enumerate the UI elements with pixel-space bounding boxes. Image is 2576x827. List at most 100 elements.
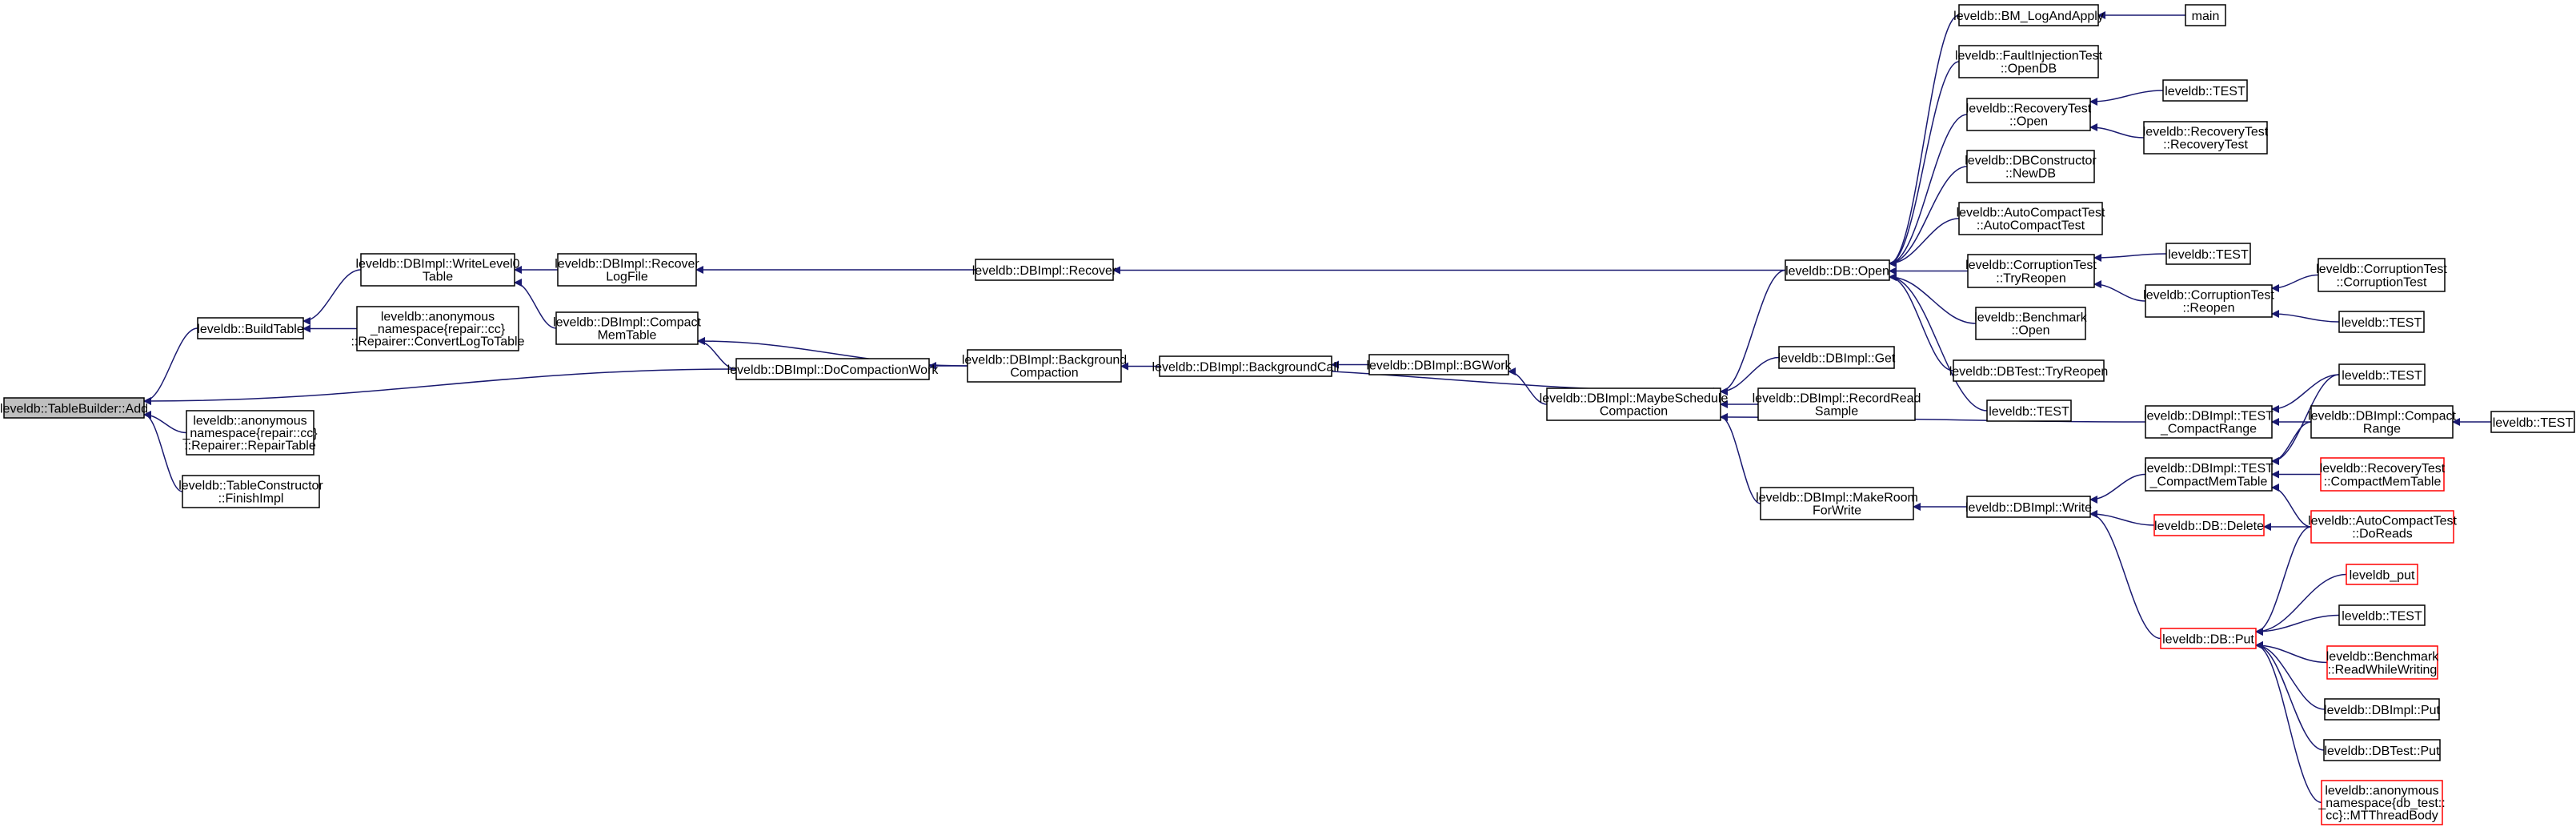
node-box — [2346, 564, 2418, 585]
graph-node-recrec[interactable]: leveldb::RecoveryTest::RecoveryTest — [2143, 121, 2269, 155]
node-box — [182, 475, 320, 508]
call-edge-test4-to-dbopen — [1889, 273, 1988, 411]
node-box — [1760, 487, 1914, 520]
node-box — [197, 317, 304, 339]
call-edge-corcor-to-correopen — [2271, 274, 2319, 292]
graph-node-buildtable[interactable]: leveldb::BuildTable — [197, 317, 304, 339]
call-edge-docompaction-to-add — [143, 368, 737, 405]
node-box — [1966, 496, 2091, 518]
graph-node-docompaction[interactable]: leveldb::DBImpl::DoCompactionWork — [727, 358, 939, 380]
graph-node-testcmem[interactable]: leveldb::DBImpl::TEST_CompactMemTable — [2144, 457, 2274, 492]
node-label: _namespace{db_test:: — [2318, 797, 2445, 810]
node-box — [975, 259, 1114, 281]
node-label: ::Repairer::ConvertLogToTable — [351, 335, 524, 349]
graph-node-autocompact[interactable]: leveldb::AutoCompactTest::AutoCompactTes… — [1957, 202, 2105, 235]
graph-node-reccmem[interactable]: leveldb::RecoveryTest::CompactMemTable — [2320, 457, 2446, 492]
node-label: ::OpenDB — [2001, 62, 2057, 76]
graph-node-test3[interactable]: leveldb::TEST — [2338, 311, 2425, 333]
node-label: leveldb::anonymous — [381, 310, 495, 323]
graph-node-main[interactable]: main — [2185, 4, 2226, 26]
graph-node-repairtable[interactable]: leveldb::anonymous_namespace{repair::cc}… — [182, 410, 318, 456]
node-label: leveldb::DBImpl::Get — [1778, 352, 1896, 366]
call-edge-benchopen-to-dbopen — [1889, 273, 1977, 324]
graph-node-test5[interactable]: leveldb::TEST — [2338, 363, 2426, 386]
graph-node-compactmem[interactable]: leveldb::DBImpl::CompactMemTable — [553, 311, 702, 345]
call-edge-recrec-to-recopen — [2089, 123, 2145, 139]
graph-node-testcrange[interactable]: leveldb::DBImpl::TEST_CompactRange — [2144, 405, 2274, 439]
graph-node-implput[interactable]: leveldb::DBImpl::Put — [2324, 698, 2441, 721]
call-edge-newdb-to-dbopen — [1889, 166, 1968, 267]
node-label: leveldb::DB::Delete — [2154, 520, 2264, 533]
call-edge-testcmem-to-write — [2089, 473, 2146, 504]
graph-node-get[interactable]: leveldb::DBImpl::Get — [1778, 346, 1896, 369]
node-box — [1546, 387, 1721, 421]
node-label: ::Repairer::RepairTable — [184, 440, 316, 453]
graph-node-recopen[interactable]: leveldb::RecoveryTest::Open — [1966, 98, 2092, 131]
node-box — [1953, 359, 2105, 382]
node-label: ::Open — [2011, 324, 2049, 338]
call-edge-recopen-to-dbopen — [1889, 114, 1968, 267]
call-edge-rww-to-dbput — [2255, 641, 2328, 664]
graph-node-dbopen[interactable]: leveldb::DB::Open — [1785, 259, 1890, 281]
node-box — [2490, 411, 2575, 433]
node-label: Compaction — [1600, 405, 1668, 419]
node-label: ::AutoCompactTest — [1977, 219, 2085, 233]
graph-node-test7[interactable]: leveldb::TEST — [2338, 604, 2426, 626]
graph-node-bgwork[interactable]: leveldb::DBImpl::BGWork — [1366, 354, 1512, 375]
node-label: leveldb::anonymous — [193, 414, 306, 428]
graph-node-recover[interactable]: leveldb::DBImpl::Recover — [972, 259, 1117, 281]
node-label: leveldb::TEST — [2342, 316, 2422, 330]
graph-node-test6[interactable]: leveldb::TEST — [2490, 411, 2575, 433]
node-box — [2324, 698, 2440, 721]
graph-node-testput[interactable]: leveldb::DBTest::Put — [2323, 739, 2441, 761]
call-edge-finishimpl-to-add — [143, 411, 183, 492]
graph-node-test1[interactable]: leveldb::TEST — [2162, 79, 2248, 102]
call-edge-test2-to-cortry — [2093, 253, 2167, 262]
node-box — [2338, 604, 2426, 626]
node-box — [2185, 4, 2226, 26]
graph-node-corcor[interactable]: leveldb::CorruptionTest::CorruptionTest — [2316, 258, 2447, 292]
graph-node-newdb[interactable]: leveldb::DBConstructor::NewDB — [1965, 150, 2097, 183]
graph-node-rww[interactable]: leveldb::Benchmark::ReadWhileWriting — [2326, 645, 2440, 680]
call-edge-repairtable-to-add — [143, 411, 187, 434]
graph-node-faultopen[interactable]: leveldb::FaultInjectionTest::OpenDB — [1955, 45, 2103, 78]
node-box — [2145, 284, 2273, 318]
node-label: leveldb::CorruptionTest — [2143, 289, 2274, 303]
call-edge-doreads-to-dbput — [2255, 526, 2312, 636]
graph-node-crange[interactable]: leveldb::DBImpl::CompactRange — [2308, 405, 2457, 439]
graph-node-correopen[interactable]: leveldb::CorruptionTest::Reopen — [2143, 284, 2274, 318]
node-label: leveldb::DBImpl::BackgroundCall — [1152, 361, 1340, 375]
node-label: ::DoReads — [2352, 528, 2413, 541]
node-box — [2326, 645, 2438, 680]
node-label: leveldb::Benchmark — [1974, 311, 2088, 325]
graph-node-add[interactable]: leveldb::TableBuilder::Add — [0, 397, 148, 419]
graph-node-bgcall[interactable]: leveldb::DBImpl::BackgroundCall — [1152, 355, 1340, 377]
graph-node-cortry[interactable]: leveldb::CorruptionTest::TryReopen — [1965, 254, 2097, 288]
call-edge-mtbody-to-dbput — [2255, 641, 2322, 804]
node-label: leveldb::DBImpl::Recover — [972, 264, 1117, 278]
graph-node-convertlog[interactable]: leveldb::anonymous_namespace{repair::cc}… — [351, 306, 525, 351]
node-box — [1159, 355, 1332, 377]
node-label: ::Open — [2009, 115, 2048, 129]
call-edge-autocompact-to-dbopen — [1889, 218, 1960, 267]
graph-node-lput[interactable]: leveldb_put — [2346, 564, 2418, 585]
graph-node-dbtesttry[interactable]: leveldb::DBTest::TryReopen — [1949, 359, 2109, 382]
graph-node-mtbody[interactable]: leveldb::anonymous_namespace{db_test::cc… — [2318, 780, 2446, 825]
graph-node-benchopen[interactable]: leveldb::Benchmark::Open — [1974, 307, 2088, 340]
graph-node-write[interactable]: leveldb::DBImpl::Write — [1965, 496, 2092, 518]
graph-node-dbput[interactable]: leveldb::DB::Put — [2160, 628, 2257, 649]
node-label: leveldb::TEST — [2165, 85, 2245, 98]
graph-node-finishimpl[interactable]: leveldb::TableConstructor::FinishImpl — [178, 475, 323, 508]
graph-node-test2[interactable]: leveldb::TEST — [2165, 243, 2251, 265]
graph-node-bmlog[interactable]: leveldb::BM_LogAndApply — [1953, 4, 2104, 26]
graph-node-delete[interactable]: leveldb::DB::Delete — [2153, 514, 2265, 536]
call-edge-compactmem-to-writelevel0 — [514, 279, 557, 329]
graph-node-doreads[interactable]: leveldb::AutoCompactTest::DoReads — [2308, 510, 2457, 544]
graph-node-test4[interactable]: leveldb::TEST — [1986, 399, 2072, 422]
